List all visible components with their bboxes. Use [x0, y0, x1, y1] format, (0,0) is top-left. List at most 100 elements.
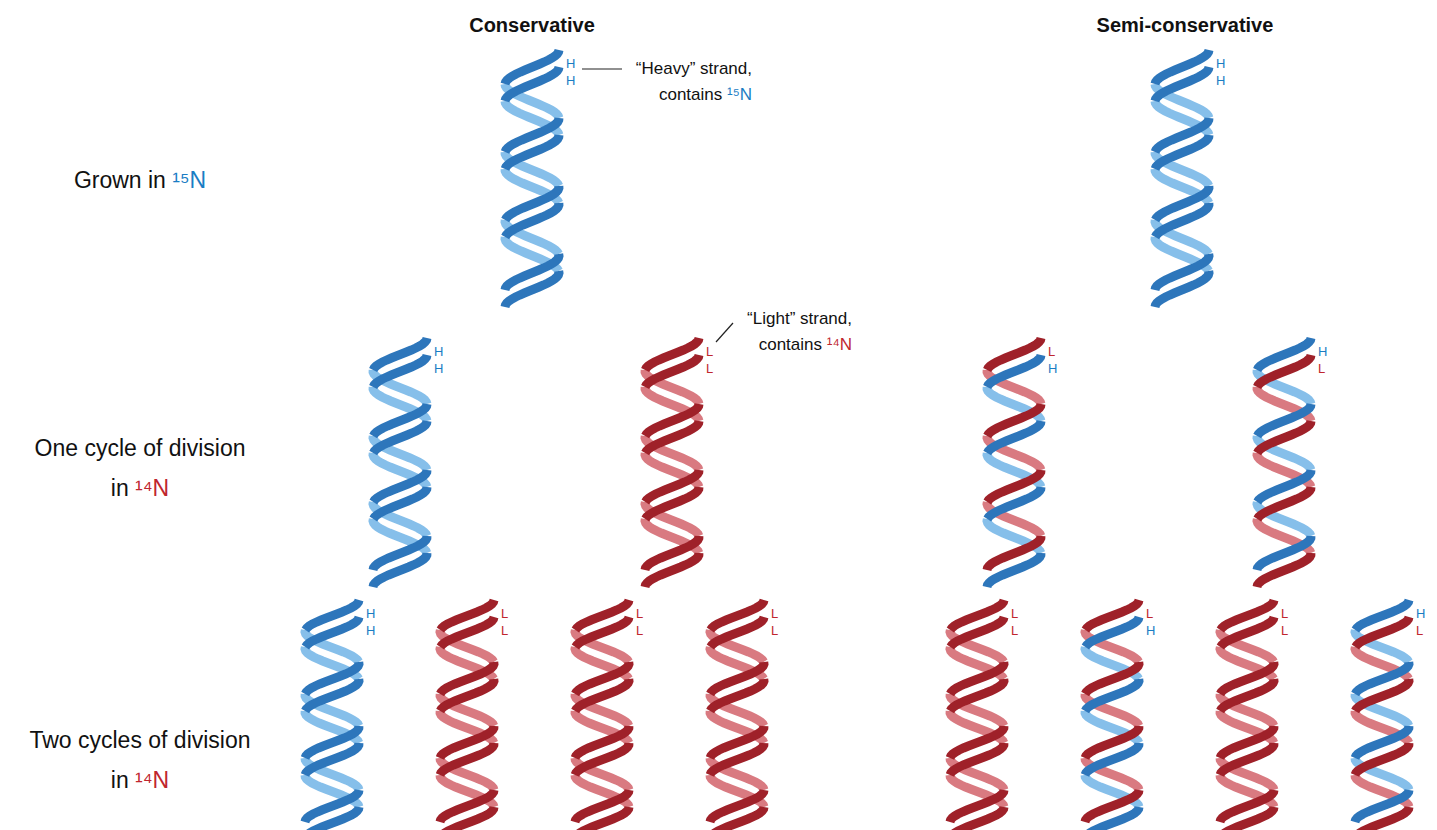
text-part: contains — [759, 335, 827, 354]
dna-strand — [987, 553, 1041, 587]
helix-group — [305, 50, 1409, 830]
dna-strand — [1085, 743, 1139, 775]
dna-strand — [645, 553, 699, 587]
dna-strand — [987, 355, 1041, 387]
dna-strand — [987, 487, 1041, 519]
dna-strand — [440, 617, 494, 647]
isotope-mark: ¹⁴N — [135, 767, 169, 793]
dna-strand — [1220, 743, 1274, 775]
text-line: H — [1216, 73, 1225, 88]
row-label: Two cycles of division in ¹⁴N — [5, 720, 275, 800]
dna-strand — [645, 487, 699, 519]
text-line: L — [706, 344, 713, 359]
text-line: L — [1281, 623, 1288, 638]
text-line: L — [1011, 606, 1018, 621]
strand-letter: H — [1416, 606, 1425, 621]
dna-strand — [710, 679, 764, 711]
dna-strand — [305, 807, 359, 830]
text-line: H — [366, 606, 375, 621]
row-label: One cycle of division in ¹⁴N — [5, 428, 275, 508]
callout-label: “Heavy” strand, contains ¹⁵N — [612, 56, 752, 108]
dna-strand — [950, 617, 1004, 647]
text-line: in ¹⁴N — [5, 468, 275, 508]
text-line: contains ¹⁵N — [612, 82, 752, 108]
text-line: H — [566, 73, 575, 88]
dna-strand — [1257, 421, 1311, 453]
text-line: “Heavy” strand, — [612, 56, 752, 82]
column-heading: Semi-conservative — [1035, 12, 1335, 38]
text-line: “Light” strand, — [712, 306, 852, 332]
dna-strand — [1257, 553, 1311, 587]
dna-strand — [575, 807, 629, 830]
strand-letter: H — [1048, 361, 1057, 376]
text-line: L — [706, 361, 713, 376]
strand-letter: L — [501, 623, 508, 638]
text-line: L — [501, 623, 508, 638]
text-part: contains — [659, 85, 727, 104]
text-line: H — [434, 344, 443, 359]
strand-letter: L — [1048, 344, 1055, 359]
strand-letter: L — [771, 623, 778, 638]
dna-strand — [950, 743, 1004, 775]
dna-strand — [1355, 807, 1409, 830]
text-line: H — [1216, 56, 1225, 71]
text-line: Semi-conservative — [1035, 12, 1335, 38]
text-line: L — [636, 623, 643, 638]
strand-letter: H — [1216, 73, 1225, 88]
text-line: L — [1318, 361, 1325, 376]
text-line: L — [1011, 623, 1018, 638]
dna-strand — [1155, 271, 1209, 307]
dna-strand — [1155, 203, 1209, 237]
dna-strand — [1355, 679, 1409, 711]
dna-strand — [950, 807, 1004, 830]
isotope-mark: ¹⁵N — [172, 167, 206, 193]
leader-line — [716, 323, 733, 342]
dna-strand — [373, 553, 427, 587]
dna-strand — [505, 135, 559, 169]
dna-strand — [987, 421, 1041, 453]
dna-strand — [440, 807, 494, 830]
strand-letter: H — [434, 344, 443, 359]
dna-strand — [575, 743, 629, 775]
dna-strand — [575, 617, 629, 647]
strand-letter: L — [1281, 606, 1288, 621]
isotope-mark: ¹⁴N — [827, 335, 852, 354]
dna-strand — [645, 355, 699, 387]
dna-strand — [1257, 355, 1311, 387]
dna-strand — [305, 679, 359, 711]
text-line: One cycle of division — [5, 428, 275, 468]
column-heading: Conservative — [382, 12, 682, 38]
text-line: L — [771, 623, 778, 638]
strand-letter: H — [1216, 56, 1225, 71]
dna-strand — [1085, 617, 1139, 647]
strand-letter: H — [434, 361, 443, 376]
text-line: L — [1281, 606, 1288, 621]
dna-strand — [305, 617, 359, 647]
dna-strand — [1355, 617, 1409, 647]
dna-strand — [1220, 679, 1274, 711]
isotope-mark: ¹⁵N — [727, 85, 752, 104]
strand-letter: H — [366, 623, 375, 638]
text-line: L — [771, 606, 778, 621]
dna-strand — [440, 743, 494, 775]
leader-line — [582, 68, 622, 69]
strand-letter: H — [566, 73, 575, 88]
text-line: in ¹⁴N — [5, 760, 275, 800]
text-line: H — [366, 623, 375, 638]
text-line: L — [636, 606, 643, 621]
text-line: L — [1146, 606, 1153, 621]
text-line: Grown in ¹⁵N — [5, 165, 275, 195]
text-part: Grown in — [74, 167, 172, 193]
dna-strand — [1085, 807, 1139, 830]
text-line: H — [1416, 606, 1425, 621]
dna-strand — [1085, 679, 1139, 711]
dna-strand — [1155, 135, 1209, 169]
strand-letter: L — [706, 361, 713, 376]
dna-strand — [373, 421, 427, 453]
dna-strand — [440, 679, 494, 711]
isotope-mark: ¹⁴N — [135, 475, 169, 501]
text-line: Two cycles of division — [5, 720, 275, 760]
text-line: Conservative — [382, 12, 682, 38]
